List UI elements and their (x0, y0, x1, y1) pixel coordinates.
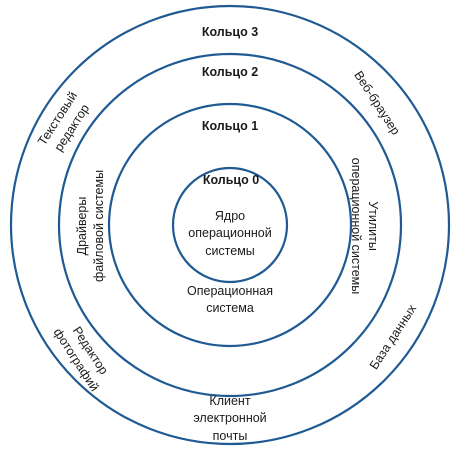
database-label: База данных (367, 301, 420, 372)
ring-2-title: Кольцо 2 (202, 65, 258, 79)
ring-1-title: Кольцо 1 (202, 119, 258, 133)
photo-editor-label: Редактор фотографий (51, 324, 111, 394)
os-label-line-1: Операционная (187, 284, 273, 298)
kernel-label-line-2: операционной (188, 226, 271, 240)
ring-2-circle (57, 52, 403, 398)
email-client-label: Клиент электронной почты (193, 394, 266, 443)
os-label: Операционная система (187, 284, 273, 315)
kernel-label-line-1: Ядро (215, 209, 245, 223)
ring-1-circle (107, 102, 353, 348)
os-utilities-label-line-1: Утилиты (366, 201, 380, 251)
text-editor-label: Текстовый редактор (35, 89, 92, 154)
email-client-label-line-3: почты (213, 429, 248, 443)
os-label-line-2: система (206, 301, 254, 315)
kernel-label: Ядро операционной системы (188, 209, 271, 258)
os-utilities-label-line-2: операционной системы (349, 158, 363, 294)
web-browser-label-line-1: Веб-браузер (351, 69, 403, 138)
fs-drivers-label-line-2: файловой системы (92, 170, 106, 282)
database-label-line-1: База данных (367, 301, 420, 372)
ring-0-title: Кольцо 0 (203, 173, 259, 187)
email-client-label-line-2: электронной (193, 411, 266, 425)
kernel-label-line-3: системы (205, 244, 255, 258)
fs-drivers-label-line-1: Драйверы (75, 197, 89, 256)
email-client-label-line-1: Клиент (209, 394, 250, 408)
os-utilities-label: Утилиты операционной системы (349, 158, 380, 294)
ring-3-circle (9, 4, 451, 446)
web-browser-label: Веб-браузер (351, 69, 403, 138)
ring-3-title: Кольцо 3 (202, 25, 258, 39)
fs-drivers-label: Драйверы файловой системы (75, 170, 106, 282)
ring-0-circle (171, 166, 289, 284)
